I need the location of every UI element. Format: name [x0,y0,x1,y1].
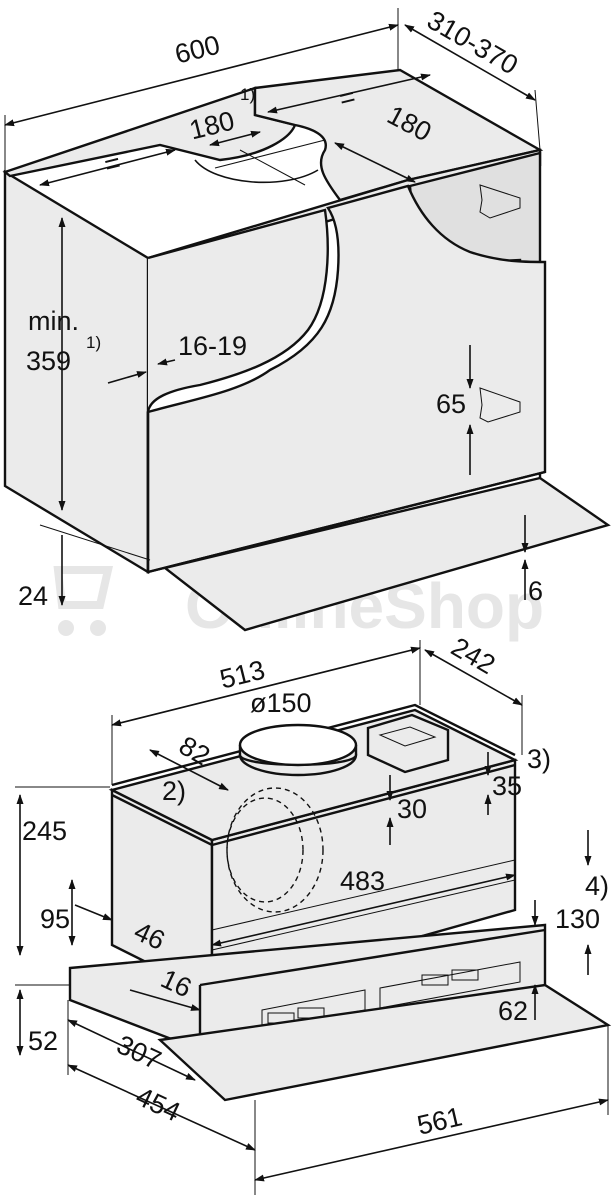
label-note-4: 4) [585,871,609,901]
label-height-359: 359 [26,346,71,376]
label-depth-454: 454 [131,1081,185,1127]
dim-16-line [129,989,201,1011]
hood-filter-right [379,961,521,1009]
label-inner-width-483: 483 [340,866,385,896]
cart-icon [53,566,114,609]
dim-16-19-line [107,371,147,384]
dim-454-line [67,1064,256,1151]
cabinet-bottom-edge [146,412,546,574]
dim-242-line [424,649,523,706]
dim-46-line [74,904,113,921]
bracket-lower [479,387,521,423]
label-height-prefix: min. [28,306,79,336]
label-width-600: 600 [172,30,223,70]
label-height-note: 1) [86,333,101,352]
cabinet-front-cut [146,208,329,572]
hood-duct-hidden-outer [226,787,324,913]
label-base-52: 52 [28,1026,58,1056]
hood-duct-top [238,723,358,767]
dim-310-370-line [404,24,536,101]
hood-rail-bottom [111,763,516,847]
label-side-95: 95 [40,904,70,934]
dim-equal-right-line [267,73,431,114]
label-front-62: 62 [498,996,528,1026]
cabinet-cutout-curve [194,159,319,184]
top-dimensions [4,8,541,606]
label-equal-left: = [101,147,124,180]
label-bottom-gap: 24 [18,581,48,611]
dim-513-line [111,646,421,727]
dim-483-line [211,873,516,947]
label-equal-right: = [336,81,359,114]
label-inner-35: 35 [492,771,522,801]
label-shelf-offset: 6 [528,576,543,606]
label-front-130: 130 [555,904,600,934]
label-depth-307: 307 [112,1029,166,1075]
cabinet-drawing [2,68,611,632]
label-inner-30: 30 [397,794,427,824]
cabinet-shelf [162,476,611,632]
label-height-245: 245 [22,816,67,846]
label-depth-310-370: 310-370 [422,5,523,81]
dim-600-line [4,23,399,127]
label-note-2: 2) [162,776,186,806]
label-cutout-left-note: 1) [240,85,255,104]
cabinet-bottom [146,184,547,574]
dim-82-line [149,749,229,791]
hood-dimensions [15,640,609,1195]
label-panel-thickness: 16-19 [178,331,247,361]
dim-561-line [254,1098,609,1182]
label-bracket-height: 65 [436,389,466,419]
label-duct-diameter: ø150 [250,688,312,718]
bracket-upper [479,184,521,219]
label-note-3: 3) [527,744,551,774]
hood-duct-hidden-inner [226,797,304,903]
dim-equal-left-line [39,148,176,187]
